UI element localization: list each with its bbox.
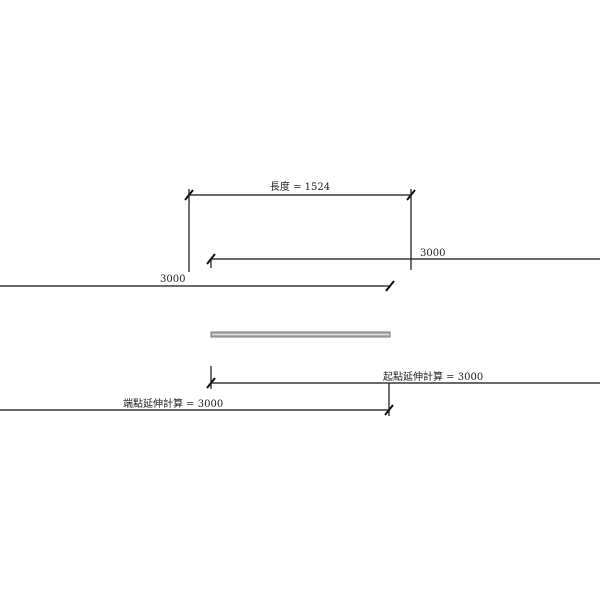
start-extension-label: 起點延伸計算 = 3000 <box>383 370 483 383</box>
upper-end-extension-dimension[interactable]: 3000 <box>0 274 395 292</box>
length-dimension[interactable]: 長度 = 1524 <box>184 180 416 272</box>
end-extension-label: 端點延伸計算 = 3000 <box>123 397 223 410</box>
tick-mark <box>406 189 416 201</box>
tick-mark <box>385 280 395 292</box>
end-extension-dimension[interactable]: 端點延伸計算 = 3000 <box>0 383 394 416</box>
length-label: 長度 = 1524 <box>270 180 330 193</box>
upper-start-extension-label: 3000 <box>420 248 445 259</box>
upper-start-extension-dimension[interactable]: 3000 <box>206 248 600 268</box>
tick-mark <box>184 189 194 201</box>
tick-mark <box>384 404 394 416</box>
start-extension-dimension[interactable]: 起點延伸計算 = 3000 <box>206 366 600 389</box>
upper-end-extension-label: 3000 <box>160 274 185 285</box>
tick-mark <box>206 377 216 389</box>
